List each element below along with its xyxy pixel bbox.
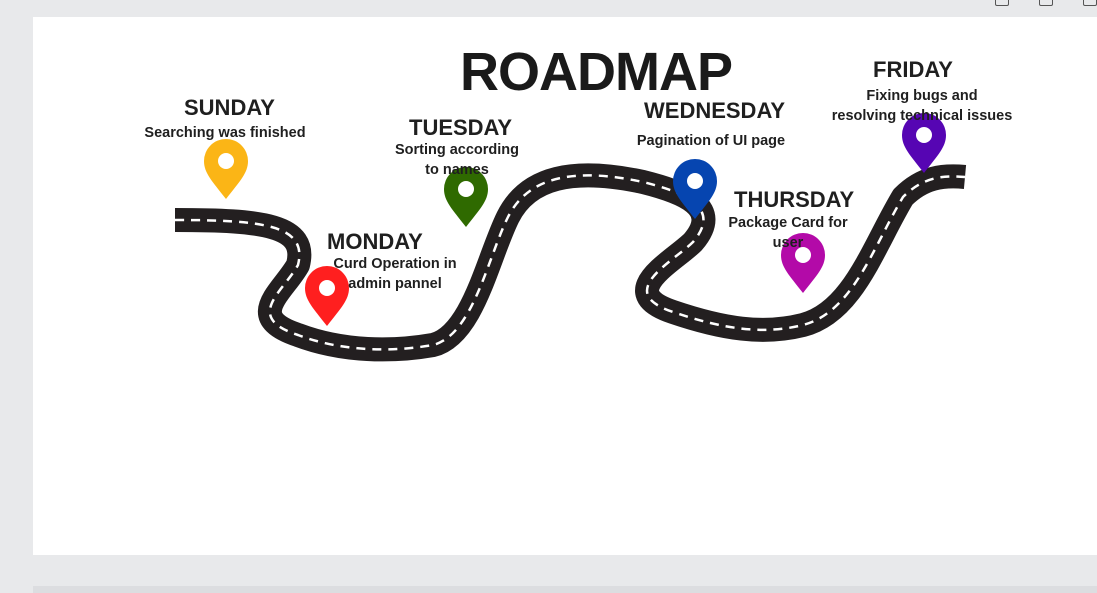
day-desc-thursday: Package Card for user bbox=[728, 215, 848, 251]
page-title: ROADMAP bbox=[460, 42, 733, 102]
day-desc-tuesday: Sorting according to names bbox=[394, 142, 520, 178]
roadmap-road bbox=[174, 113, 967, 362]
sunday-map-pin-icon bbox=[204, 139, 248, 199]
monday-map-pin-icon bbox=[305, 266, 349, 326]
thursday-map-pin-icon bbox=[781, 233, 825, 293]
day-desc-wednesday: Pagination of UI page bbox=[636, 133, 786, 149]
day-desc-friday: Fixing bugs and resolving technical issu… bbox=[831, 88, 1013, 124]
next-slide-edge bbox=[33, 586, 1097, 593]
day-label-monday: MONDAY bbox=[327, 229, 423, 254]
duplicate-icon[interactable] bbox=[1039, 0, 1053, 6]
friday-map-pin-icon bbox=[902, 113, 946, 173]
expand-icon[interactable] bbox=[1083, 0, 1097, 6]
day-desc-monday: Curd Operation in admin pannel bbox=[333, 256, 457, 292]
day-label-sunday: SUNDAY bbox=[184, 95, 275, 120]
day-desc-sunday: Searching was finished bbox=[144, 125, 306, 141]
window-toolbar bbox=[977, 0, 1097, 10]
day-label-tuesday: TUESDAY bbox=[409, 115, 513, 140]
tuesday-map-pin-icon bbox=[444, 167, 488, 227]
day-label-wednesday: WEDNESDAY bbox=[644, 98, 785, 123]
day-label-thursday: THURSDAY bbox=[734, 187, 855, 212]
roadmap-slide: ROADMAP SUNDAY Searching was finished MO… bbox=[33, 17, 1097, 555]
share-icon[interactable] bbox=[995, 0, 1009, 6]
road-lane-marking bbox=[174, 174, 966, 351]
wednesday-map-pin-icon bbox=[673, 159, 717, 219]
day-label-friday: FRIDAY bbox=[873, 57, 953, 82]
